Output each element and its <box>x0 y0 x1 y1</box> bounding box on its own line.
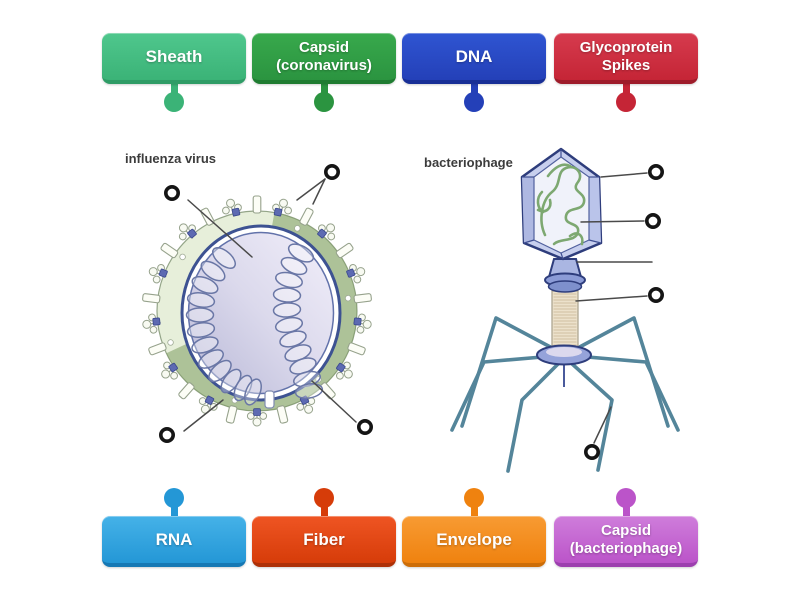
answer-marker[interactable] <box>164 185 181 202</box>
label-box[interactable]: Glycoprotein Spikes <box>554 33 698 84</box>
bacteriophage-illustration <box>450 147 680 473</box>
rna-coils <box>185 243 324 406</box>
label-text: Sheath <box>145 46 203 66</box>
label-glycoprotein-spikes[interactable]: Glycoprotein Spikes <box>554 33 698 112</box>
label-box[interactable]: Envelope <box>402 516 546 567</box>
label-box[interactable]: RNA <box>102 516 246 567</box>
label-text: Fiber <box>303 529 345 549</box>
label-envelope[interactable]: Envelope <box>402 488 546 567</box>
label-pin <box>164 81 184 112</box>
label-text: DNA <box>455 46 493 66</box>
bacteriophage-caption: bacteriophage <box>424 155 513 170</box>
label-box[interactable]: Sheath <box>102 33 246 84</box>
label-text: (bacteriophage) <box>569 539 683 557</box>
answer-markers <box>159 164 664 460</box>
glycoprotein-spikes-ring <box>142 195 372 427</box>
tail-fibers <box>450 316 680 473</box>
label-sheath[interactable]: Sheath <box>102 33 246 112</box>
label-rna[interactable]: RNA <box>102 488 246 567</box>
label-box[interactable]: Capsid (coronavirus) <box>252 33 396 84</box>
label-text: Capsid <box>600 521 651 539</box>
label-pin <box>616 488 636 519</box>
answer-marker[interactable] <box>647 164 664 181</box>
label-text: RNA <box>155 529 193 549</box>
answer-marker[interactable] <box>583 443 600 460</box>
label-text: (coronavirus) <box>276 56 372 74</box>
label-box[interactable]: DNA <box>402 33 546 84</box>
pointer-lines <box>183 172 653 444</box>
phage-head-capsid <box>520 147 603 261</box>
label-capsid-bacteriophage[interactable]: Capsid (bacteriophage) <box>554 488 698 567</box>
label-text: Envelope <box>436 529 512 549</box>
answer-marker[interactable] <box>647 286 664 303</box>
answer-marker[interactable] <box>323 164 340 181</box>
label-pin <box>314 81 334 112</box>
label-pin <box>314 488 334 519</box>
influenza-caption: influenza virus <box>125 151 216 166</box>
answer-marker[interactable] <box>644 213 661 230</box>
sheath-ribs <box>553 293 577 346</box>
label-dna[interactable]: DNA <box>402 33 546 112</box>
answer-marker[interactable] <box>159 426 176 443</box>
label-pin <box>464 81 484 112</box>
collar-lower <box>547 280 583 293</box>
label-pin <box>164 488 184 519</box>
label-pin <box>464 488 484 519</box>
label-box[interactable]: Fiber <box>252 516 396 567</box>
label-text: Glycoprotein <box>579 38 673 56</box>
label-pin <box>616 81 636 112</box>
answer-marker[interactable] <box>356 418 373 435</box>
label-fiber[interactable]: Fiber <box>252 488 396 567</box>
membrane-channel <box>264 390 275 409</box>
influenza-virus-illustration <box>142 195 372 427</box>
label-box[interactable]: Capsid (bacteriophage) <box>554 516 698 567</box>
label-capsid-coronavirus[interactable]: Capsid (coronavirus) <box>252 33 396 112</box>
dna-strand <box>536 163 586 246</box>
label-text: Spikes <box>601 56 651 74</box>
baseplate-highlight <box>546 347 582 357</box>
label-text: Capsid <box>298 38 349 56</box>
